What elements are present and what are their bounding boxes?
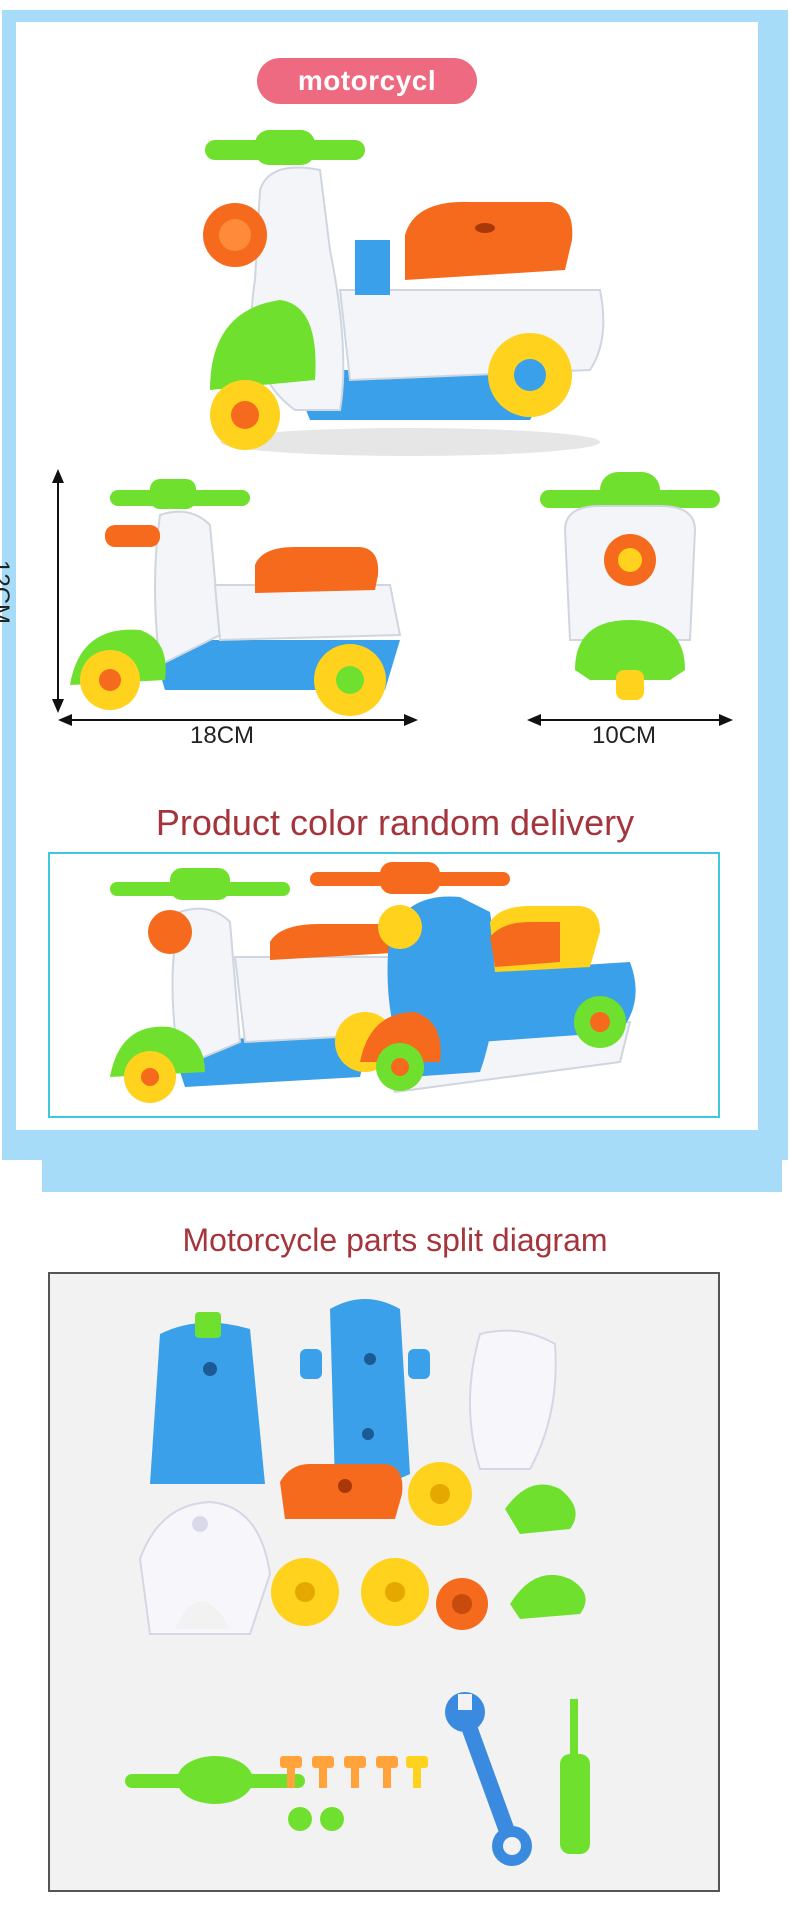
- hero-scooter-image: [203, 130, 605, 456]
- frame-shadow: [42, 1158, 782, 1192]
- scooter-parts-image: [125, 1299, 590, 1866]
- parts-diagram-title: Motorcycle parts split diagram: [182, 1222, 608, 1258]
- height-dimension-label: 12CM: [0, 560, 14, 625]
- front-view-scooter-image: [527, 472, 733, 726]
- color-variants-photo: [48, 852, 720, 1118]
- side-view-scooter-image: [52, 469, 418, 726]
- two-scooters-image: [110, 862, 636, 1103]
- width-dimension-label: 10CM: [592, 722, 657, 749]
- color-random-caption: Product color random delivery: [155, 802, 635, 843]
- title-badge: motorcycl: [257, 58, 477, 104]
- parts-diagram-photo: [48, 1272, 720, 1892]
- length-dimension-label: 18CM: [190, 722, 255, 749]
